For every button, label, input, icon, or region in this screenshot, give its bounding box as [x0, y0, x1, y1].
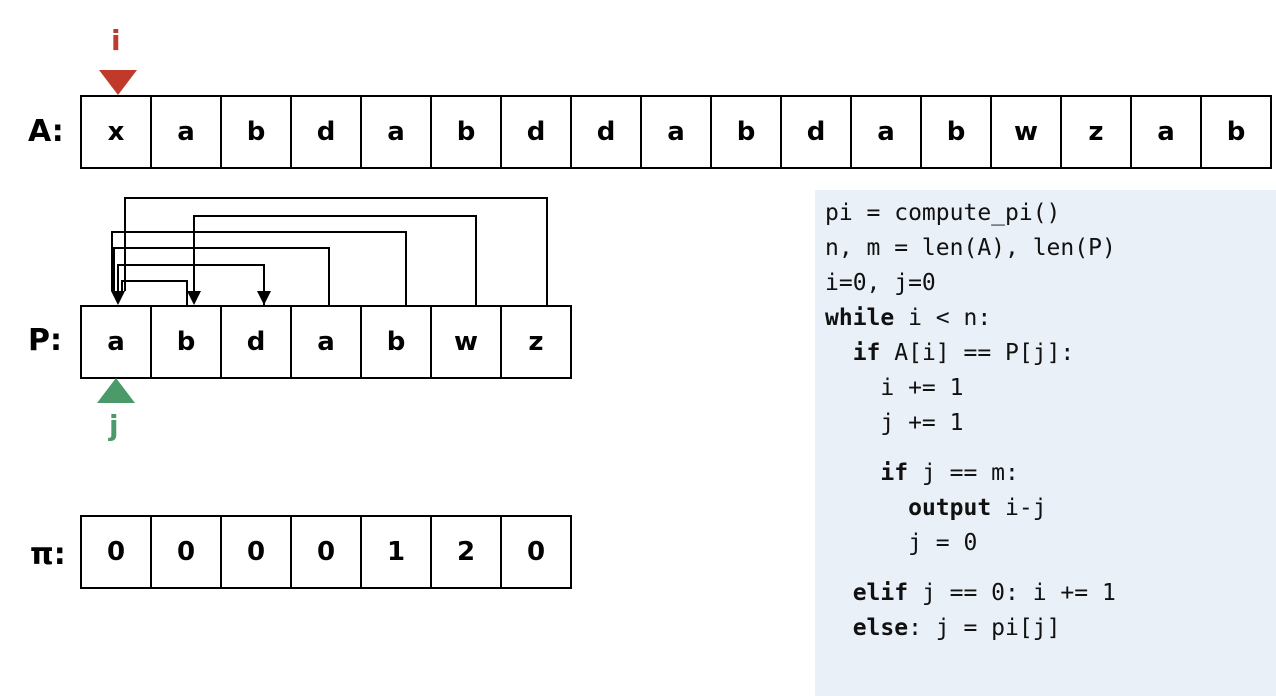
array-a-cell: b [712, 97, 782, 167]
array-p-cell: a [82, 307, 152, 377]
array-a-cell: b [1202, 97, 1272, 167]
pointer-i-arrow [99, 70, 137, 95]
failure-link-arrowhead [187, 291, 201, 305]
failure-link-arrowhead [111, 291, 125, 305]
array-a-cell: b [222, 97, 292, 167]
array-a-cell: d [572, 97, 642, 167]
code-line: j += 1 [880, 410, 964, 436]
failure-link-arrow [113, 247, 330, 305]
array-a-cell: a [152, 97, 222, 167]
array-a-label: A: [28, 114, 64, 149]
code-line: j = 0 [908, 530, 978, 556]
code-line: elif j == 0: i += 1 [852, 580, 1116, 606]
pointer-i-label: i [111, 24, 121, 57]
code-line: if j == m: [880, 460, 1019, 486]
code-keyword: while [825, 305, 895, 331]
code-line: if A[i] == P[j]: [852, 340, 1075, 366]
array-p-cell: b [152, 307, 222, 377]
array-a-cell: b [922, 97, 992, 167]
code-line: i += 1 [880, 375, 964, 401]
code-line: i=0, j=0 [825, 270, 936, 296]
failure-link-arrow [193, 215, 477, 305]
code-line: else: j = pi[j] [852, 615, 1061, 641]
array-p-cell: d [222, 307, 292, 377]
array-pi-cell: 0 [292, 517, 362, 587]
array-pi-cell: 0 [152, 517, 222, 587]
pointer-j-arrow [97, 378, 135, 403]
failure-link-arrow [124, 197, 548, 305]
code-panel: pi = compute_pi() n, m = len(A), len(P) i=… [815, 190, 1276, 696]
array-p-cell: a [292, 307, 362, 377]
array-p-cell: z [502, 307, 572, 377]
array-a-cell: a [852, 97, 922, 167]
code-keyword: else [852, 615, 909, 641]
array-a-cell: z [1062, 97, 1132, 167]
array-a-cell: a [642, 97, 712, 167]
array-pi-cell: 2 [432, 517, 502, 587]
array-pi-cell: 0 [82, 517, 152, 587]
code-line: output i-j [908, 495, 1047, 521]
array-p-cell: b [362, 307, 432, 377]
array-p-label: P: [28, 323, 62, 358]
array-pi-cell: 0 [502, 517, 572, 587]
array-pi-cell: 0 [222, 517, 292, 587]
pointer-j-label: j [109, 409, 119, 442]
array-pi-cell: 1 [362, 517, 432, 587]
code-keyword: elif [852, 580, 909, 606]
array-a-cell: w [992, 97, 1062, 167]
code-line: pi = compute_pi() [825, 200, 1061, 226]
failure-link-arrow [121, 280, 188, 305]
array-a-cell: a [362, 97, 432, 167]
code-line: n, m = len(A), len(P) [825, 235, 1116, 261]
failure-link-arrow [111, 231, 407, 305]
array-pi-label: π: [30, 537, 66, 572]
array-a-cell: d [292, 97, 362, 167]
code-keyword: output [908, 495, 992, 521]
array-p-cell: w [432, 307, 502, 377]
array-a-cell: b [432, 97, 502, 167]
array-a-cell: a [1132, 97, 1202, 167]
failure-link-arrowhead [257, 291, 271, 305]
array-a-cell: x [82, 97, 152, 167]
code-keyword: if [852, 340, 881, 366]
array-a-cell: d [782, 97, 852, 167]
code-line: while i < n: [825, 305, 992, 331]
array-a-cell: d [502, 97, 572, 167]
code-keyword: if [880, 460, 909, 486]
